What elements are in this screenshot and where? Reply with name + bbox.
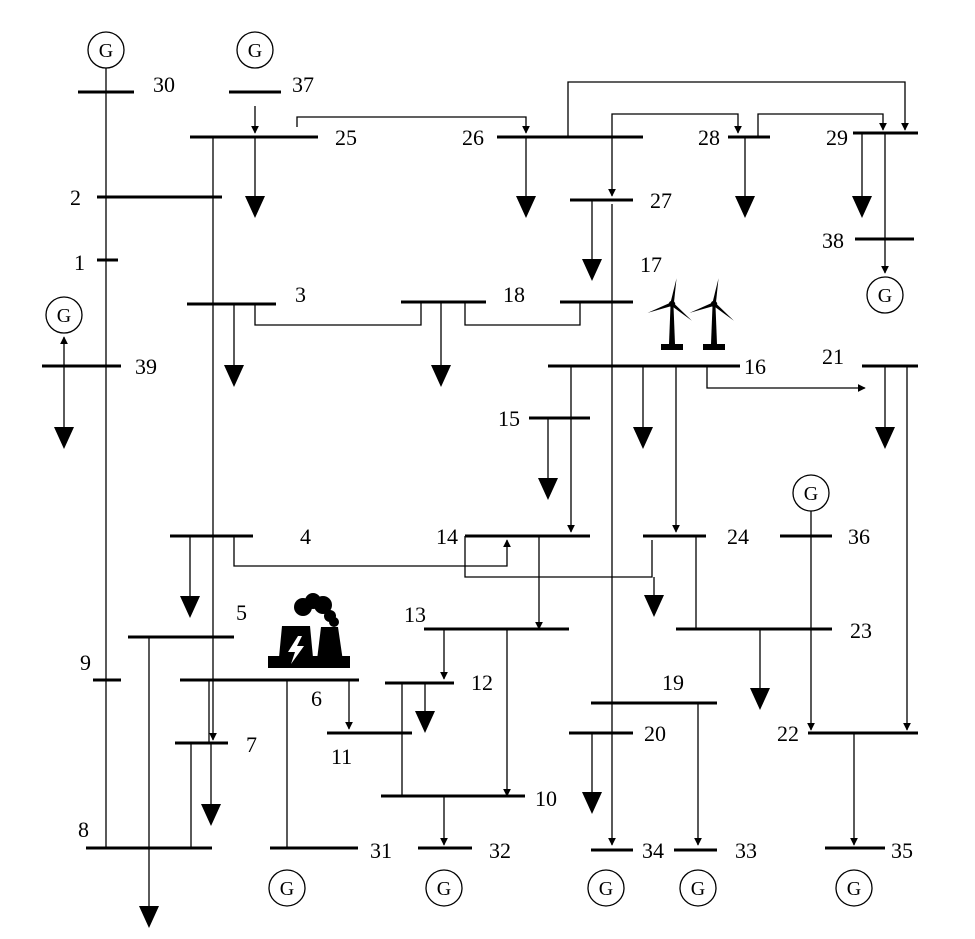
load-arrow-icon bbox=[54, 366, 74, 449]
branch-line bbox=[757, 113, 887, 137]
bus-label-14: 14 bbox=[436, 524, 458, 549]
svg-text:G: G bbox=[280, 878, 294, 900]
special-sources bbox=[268, 278, 734, 668]
branch-line bbox=[296, 116, 530, 134]
bus-label-11: 11 bbox=[331, 744, 352, 769]
generator-icon: G bbox=[425, 869, 463, 907]
bus-label-32: 32 bbox=[489, 838, 511, 863]
bus-label-25: 25 bbox=[335, 125, 357, 150]
generators: G G G G G G G G G G bbox=[45, 31, 904, 907]
load-arrow-icon bbox=[644, 577, 664, 617]
bus-label-15: 15 bbox=[498, 406, 520, 431]
bus-label-1: 1 bbox=[74, 250, 85, 275]
generator-icon: G bbox=[792, 474, 830, 512]
bus-label-4: 4 bbox=[300, 524, 311, 549]
bus-bars bbox=[42, 90, 918, 852]
bus-label-10: 10 bbox=[535, 786, 557, 811]
load-arrow-icon bbox=[582, 200, 602, 281]
bus-label-18: 18 bbox=[503, 282, 525, 307]
branch-line bbox=[567, 81, 909, 137]
bus-label-24: 24 bbox=[727, 524, 749, 549]
generator-icon: G bbox=[87, 31, 125, 69]
bus-label-29: 29 bbox=[826, 125, 848, 150]
generator-icon: G bbox=[45, 296, 83, 334]
bus-label-20: 20 bbox=[644, 721, 666, 746]
svg-text:G: G bbox=[248, 40, 262, 62]
svg-text:G: G bbox=[804, 483, 818, 505]
load-arrow-icon bbox=[582, 733, 602, 814]
bus-label-34: 34 bbox=[642, 838, 664, 863]
bus-label-7: 7 bbox=[246, 732, 257, 757]
svg-text:G: G bbox=[599, 878, 613, 900]
bus-label-21: 21 bbox=[822, 344, 844, 369]
bus-label-9: 9 bbox=[80, 650, 91, 675]
load-arrow-icon bbox=[431, 302, 451, 387]
bus-label-27: 27 bbox=[650, 188, 672, 213]
bus-label-26: 26 bbox=[462, 125, 484, 150]
branch-line bbox=[464, 536, 653, 578]
bus-label-3: 3 bbox=[295, 282, 306, 307]
load-arrow-icon bbox=[516, 137, 536, 218]
load-arrow-icon bbox=[245, 137, 265, 218]
bus-label-22: 22 bbox=[777, 721, 799, 746]
loads bbox=[54, 133, 895, 928]
wind-turbine-icon bbox=[689, 278, 734, 350]
bus-label-36: 36 bbox=[848, 524, 870, 549]
generator-icon: G bbox=[268, 869, 306, 907]
power-plant-icon bbox=[268, 593, 350, 668]
generator-icon: G bbox=[236, 31, 274, 69]
load-arrow-icon bbox=[415, 683, 435, 733]
bus-label-16: 16 bbox=[744, 354, 766, 379]
load-arrow-icon bbox=[139, 848, 159, 928]
load-arrow-icon bbox=[201, 743, 221, 826]
load-arrow-icon bbox=[224, 304, 244, 387]
generator-icon: G bbox=[587, 869, 625, 907]
bus-label-35: 35 bbox=[891, 838, 913, 863]
branch-line bbox=[233, 536, 511, 567]
generator-icon: G bbox=[679, 869, 717, 907]
branch-line bbox=[611, 113, 742, 137]
load-arrow-icon bbox=[538, 418, 558, 500]
generator-icon: G bbox=[866, 276, 904, 314]
bus-label-30: 30 bbox=[153, 72, 175, 97]
bus-label-28: 28 bbox=[698, 125, 720, 150]
load-arrow-icon bbox=[875, 366, 895, 449]
bus-label-37: 37 bbox=[292, 72, 314, 97]
branch-line bbox=[706, 366, 866, 392]
bus-label-13: 13 bbox=[404, 602, 426, 627]
bus-label-39: 39 bbox=[135, 354, 157, 379]
svg-text:G: G bbox=[99, 40, 113, 62]
load-arrow-icon bbox=[180, 536, 200, 618]
bus-label-6: 6 bbox=[311, 686, 322, 711]
generator-icon: G bbox=[835, 869, 873, 907]
svg-text:G: G bbox=[691, 878, 705, 900]
bus-label-17: 17 bbox=[640, 252, 662, 277]
svg-text:G: G bbox=[437, 878, 451, 900]
svg-text:G: G bbox=[57, 305, 71, 327]
bus-label-12: 12 bbox=[471, 670, 493, 695]
bus-label-2: 2 bbox=[70, 185, 81, 210]
load-arrow-icon bbox=[852, 133, 872, 218]
bus-label-8: 8 bbox=[78, 817, 89, 842]
load-arrow-icon bbox=[633, 366, 653, 449]
branch-line bbox=[464, 302, 581, 326]
bus-label-5: 5 bbox=[236, 600, 247, 625]
branch-line bbox=[254, 302, 422, 326]
bus-label-38: 38 bbox=[822, 228, 844, 253]
bus-label-23: 23 bbox=[850, 618, 872, 643]
wind-turbine-icon bbox=[647, 278, 692, 350]
bus-label-19: 19 bbox=[662, 670, 684, 695]
bus-label-31: 31 bbox=[370, 838, 392, 863]
svg-text:G: G bbox=[878, 285, 892, 307]
svg-text:G: G bbox=[847, 878, 861, 900]
bus-label-33: 33 bbox=[735, 838, 757, 863]
branch-lines bbox=[60, 66, 911, 848]
load-arrow-icon bbox=[750, 629, 770, 710]
load-arrow-icon bbox=[735, 137, 755, 218]
